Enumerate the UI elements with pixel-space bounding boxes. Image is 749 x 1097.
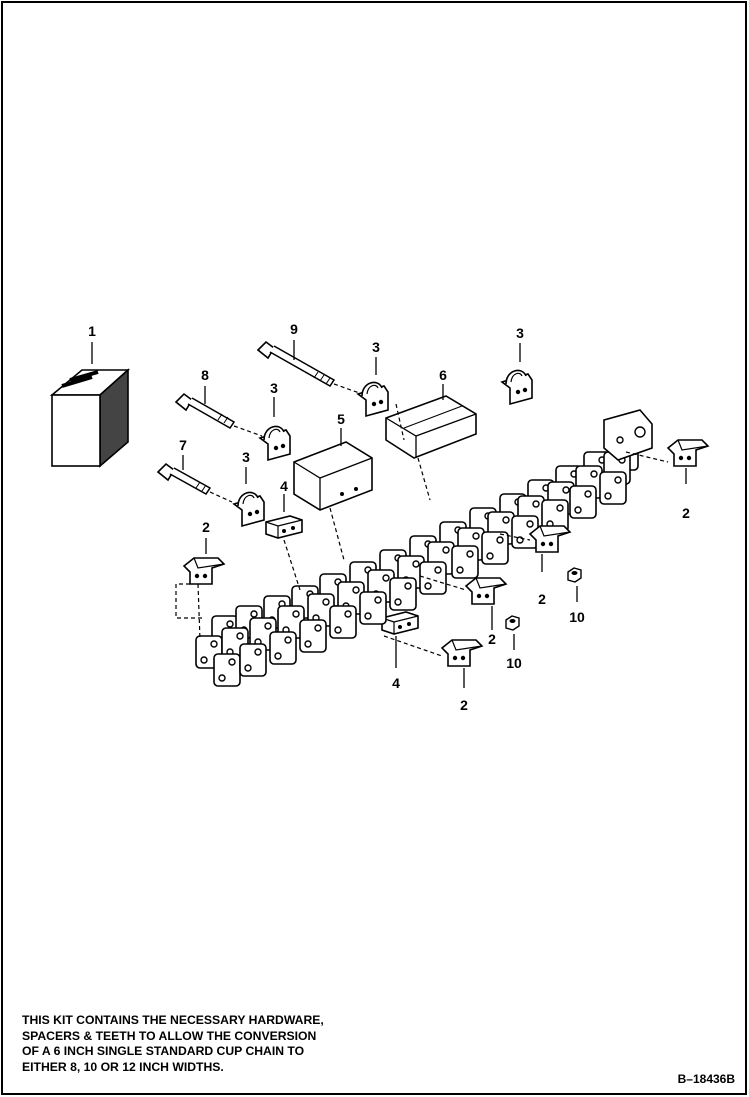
callout-2: 2: [202, 519, 210, 535]
nut-part-10-b: [505, 615, 520, 650]
bolt-part-8: [174, 386, 263, 437]
tooth-part-2-c: [499, 525, 571, 572]
callout-8: 8: [201, 367, 209, 383]
spacer-part-4-b: [381, 611, 419, 668]
callout-2: 2: [460, 697, 468, 713]
cup-part-3-b: [259, 397, 291, 461]
callout-3: 3: [242, 449, 250, 465]
bolt-part-7: [156, 455, 233, 503]
chain-middle-row: [195, 451, 631, 669]
tooth-part-2-e: [383, 635, 483, 688]
callout-2: 2: [538, 591, 546, 607]
bolt-part-9: [256, 340, 366, 396]
tooth-part-2-a: [175, 538, 225, 641]
channel-part-6: [385, 384, 477, 459]
cup-part-3-d: [233, 467, 265, 527]
note-line: THIS KIT CONTAINS THE NECESSARY HARDWARE…: [22, 1013, 324, 1027]
channel-part-5: [293, 428, 373, 511]
callout-labels: 1 9 3 3 8 6 3 5 7 3 4 2 2 2 10 2 10 4 2: [88, 321, 690, 713]
cup-part-3-a: [357, 357, 389, 417]
callout-4: 4: [280, 478, 288, 494]
callout-2: 2: [488, 631, 496, 647]
callout-3: 3: [270, 380, 278, 396]
drawing-reference-number: B–18436B: [677, 1072, 735, 1086]
tooth-part-2-d: [419, 575, 507, 630]
tooth-part-2-b: [625, 439, 709, 484]
chain-front-row: [213, 471, 627, 687]
kit-box: [49, 342, 131, 468]
callout-6: 6: [439, 367, 447, 383]
callout-5: 5: [337, 411, 345, 427]
callout-7: 7: [179, 437, 187, 453]
nut-part-10-a: [567, 567, 582, 602]
note-line: OF A 6 INCH SINGLE STANDARD CUP CHAIN TO: [22, 1044, 305, 1058]
callout-10: 10: [506, 655, 522, 671]
callout-4: 4: [392, 675, 400, 691]
callout-2: 2: [682, 505, 690, 521]
assembly-guide-lines: [283, 403, 431, 591]
cup-part-3-c: [501, 343, 533, 405]
note-line: EITHER 8, 10 OR 12 INCH WIDTHS.: [22, 1059, 224, 1074]
note-line: SPACERS & TEETH TO ALLOW THE CONVERSION: [22, 1028, 317, 1043]
chain-assembly: [195, 409, 653, 687]
spacer-part-4-a: [265, 494, 303, 539]
callout-3: 3: [516, 325, 524, 341]
kit-note: THIS KIT CONTAINS THE NECESSARY HARDWARE…: [22, 1013, 402, 1075]
callout-3: 3: [372, 339, 380, 355]
callout-10: 10: [569, 609, 585, 625]
callout-1: 1: [88, 323, 96, 339]
callout-9: 9: [290, 321, 298, 337]
